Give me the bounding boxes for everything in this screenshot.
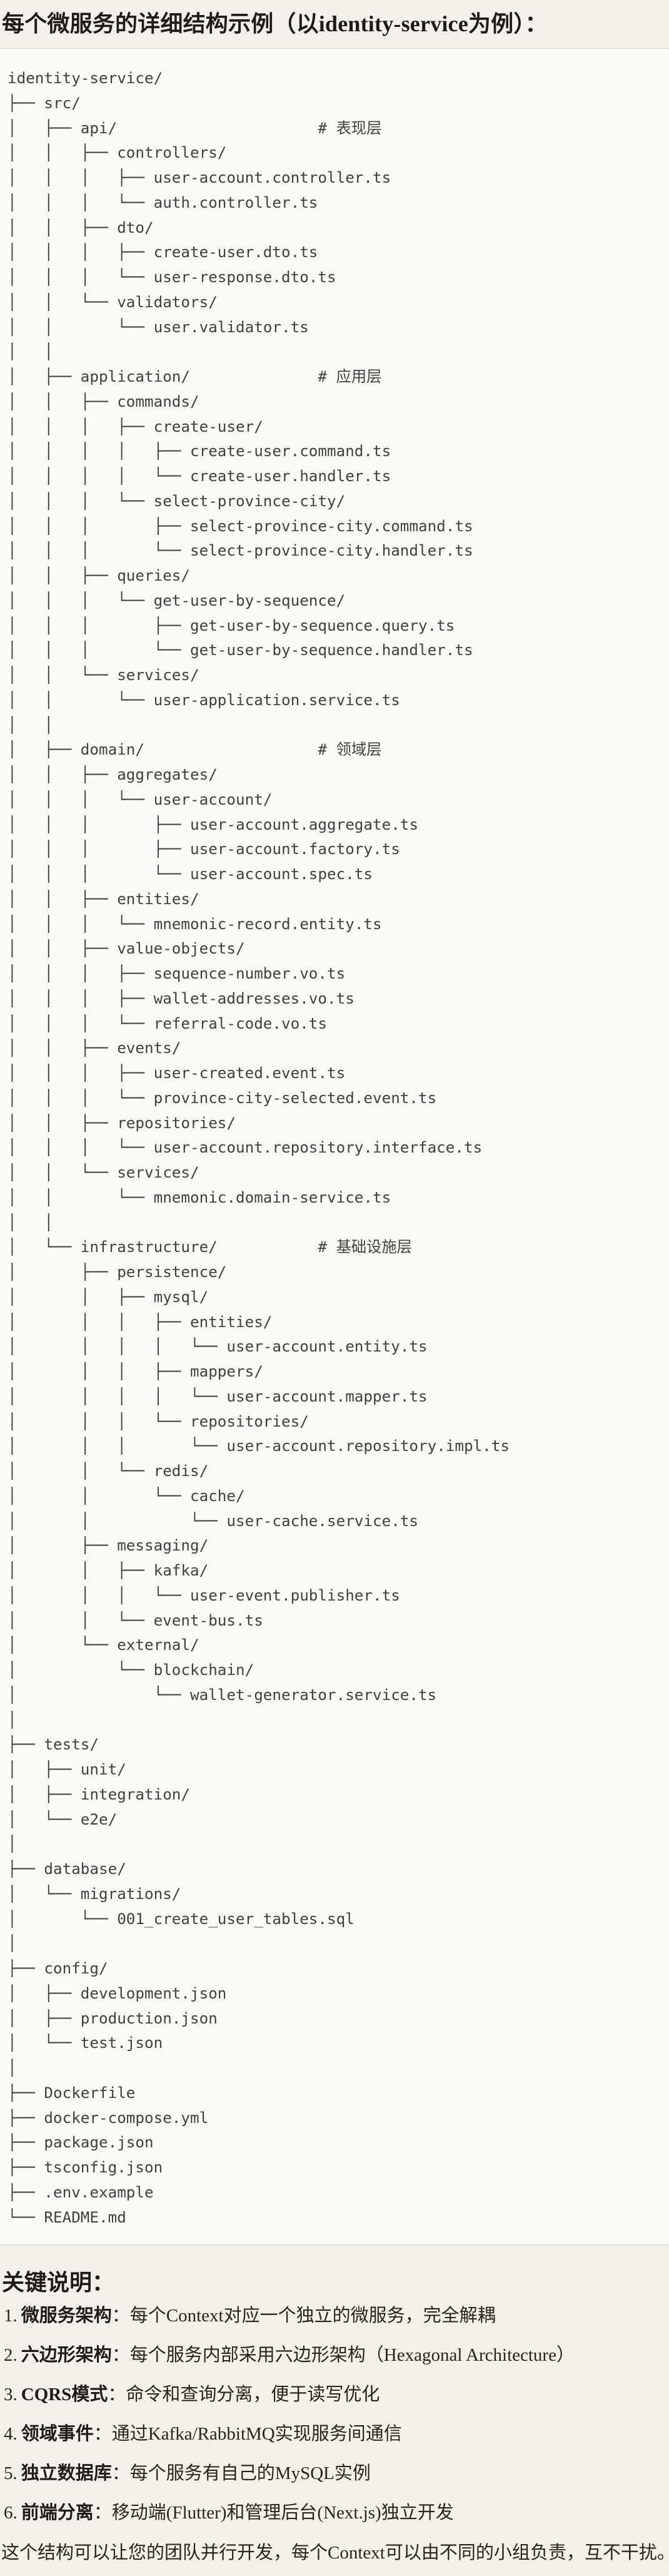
list-item-separator: ： <box>111 2345 130 2366</box>
list-item-separator: ： <box>108 2385 126 2405</box>
directory-tree: identity-service/ ├── src/ │ ├── api/ # … <box>8 69 510 2226</box>
list-item-text: 命令和查询分离，便于读写优化 <box>126 2385 380 2405</box>
list-item-text: 通过Kafka/RabbitMQ实现服务间通信 <box>111 2424 402 2445</box>
list-item-separator: ： <box>93 2424 112 2445</box>
list-item-separator: ： <box>93 2503 112 2523</box>
list-item-label: CQRS模式 <box>21 2385 108 2405</box>
code-block: identity-service/ ├── src/ │ ├── api/ # … <box>0 48 669 2246</box>
list-item-number: 6. <box>4 2503 18 2523</box>
list-item-number: 5. <box>4 2463 18 2484</box>
list-item-text: 每个服务内部采用六边形架构（Hexagonal Architecture） <box>129 2345 575 2366</box>
list-item-label: 独立数据库 <box>21 2463 112 2484</box>
list-item-text: 每个Context对应一个独立的微服务，完全解耦 <box>129 2306 496 2326</box>
list-item-label: 六边形架构 <box>21 2345 112 2366</box>
key-points-list: 1.微服务架构：每个Context对应一个独立的微服务，完全解耦 2.六边形架构… <box>1 2296 668 2533</box>
list-item-number: 3. <box>4 2385 18 2405</box>
list-item: 4.领域事件：通过Kafka/RabbitMQ实现服务间通信 <box>4 2415 668 2454</box>
list-item-number: 1. <box>4 2306 18 2326</box>
list-item: 5.独立数据库：每个服务有自己的MySQL实例 <box>4 2454 668 2493</box>
list-item-label: 领域事件 <box>21 2424 94 2445</box>
list-item-text: 移动端(Flutter)和管理后台(Next.js)独立开发 <box>111 2503 454 2523</box>
list-item-label: 微服务架构 <box>21 2306 112 2326</box>
list-item-separator: ： <box>111 2306 130 2326</box>
list-item: 3.CQRS模式：命令和查询分离，便于读写优化 <box>4 2375 668 2415</box>
list-item-text: 每个服务有自己的MySQL实例 <box>129 2463 371 2484</box>
list-item-label: 前端分离 <box>21 2503 94 2523</box>
key-points-heading: 关键说明： <box>2 2270 115 2296</box>
page-title: 每个微服务的详细结构示例（以identity-service为例）： <box>2 11 548 36</box>
list-item: 1.微服务架构：每个Context对应一个独立的微服务，完全解耦 <box>4 2296 668 2336</box>
list-item: 2.六边形架构：每个服务内部采用六边形架构（Hexagonal Architec… <box>4 2336 668 2375</box>
list-item-number: 2. <box>4 2345 18 2366</box>
closing-paragraph: 这个结构可以让您的团队并行开发，每个Context可以由不同的小组负责，互不干扰… <box>1 2543 669 2563</box>
list-item: 6.前端分离：移动端(Flutter)和管理后台(Next.js)独立开发 <box>4 2493 668 2533</box>
list-item-number: 4. <box>4 2424 18 2445</box>
list-item-separator: ： <box>111 2463 130 2484</box>
key-points-section: 关键说明： 1.微服务架构：每个Context对应一个独立的微服务，完全解耦 2… <box>0 2245 669 2567</box>
